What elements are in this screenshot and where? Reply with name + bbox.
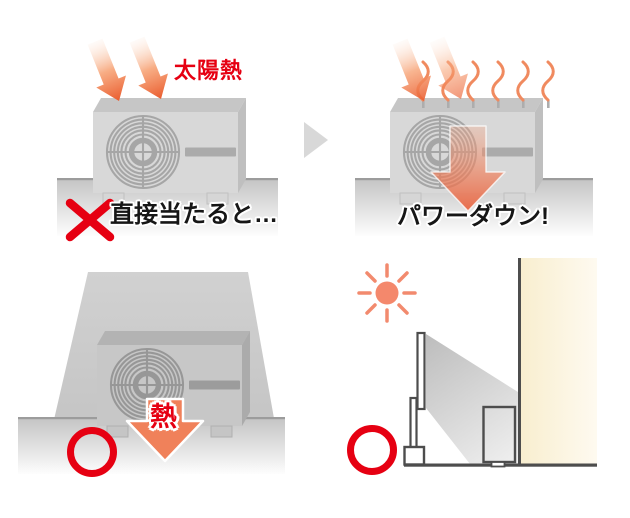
shade-shadow <box>426 334 518 464</box>
wall <box>521 258 597 465</box>
transition-arrow-icon <box>304 122 328 158</box>
cross-mark-icon <box>65 198 115 242</box>
heat-waves-icon <box>416 60 555 102</box>
heat-label: 熱 <box>150 402 177 432</box>
ac-outdoor-unit <box>93 98 246 204</box>
top-vents <box>422 100 550 108</box>
panel-bottom-left <box>18 272 285 477</box>
wall-edge <box>518 258 521 466</box>
power-down-caption: パワーダウン! <box>397 203 549 230</box>
heat-down-arrow-icon <box>125 397 205 463</box>
sunshade-panel <box>416 331 426 411</box>
panel-bottom-right <box>347 258 597 475</box>
sun-icon <box>357 263 417 323</box>
direct-hit-caption: 直接当たると… <box>110 201 278 228</box>
power-down-arrow-icon <box>430 125 506 212</box>
sunshade-post <box>409 396 418 450</box>
solar-heat-label: 太陽熱 <box>174 58 244 83</box>
panel-top-right <box>355 33 593 236</box>
sunshade-base <box>403 445 426 466</box>
panel-top-left <box>57 33 278 242</box>
circle-mark-icon <box>67 427 117 477</box>
solar-heat-arrows-icon <box>80 33 176 107</box>
circle-mark-icon <box>347 425 397 475</box>
ac-unit-side-view <box>482 405 517 468</box>
solar-heat-arrows-icon <box>385 33 476 107</box>
